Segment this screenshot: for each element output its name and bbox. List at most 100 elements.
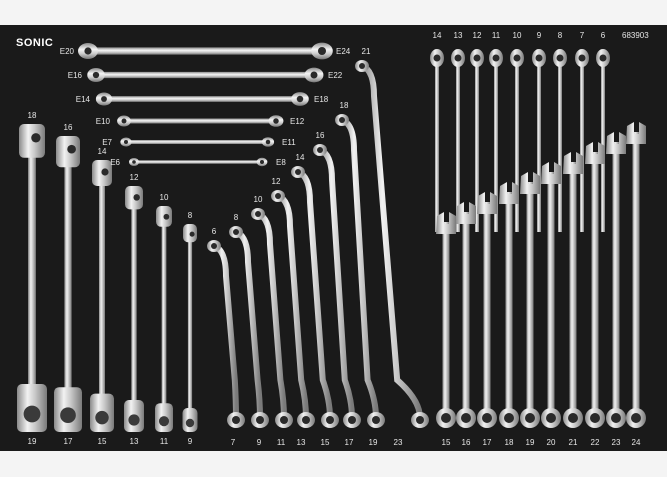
- horizontal-wrench[interactable]: [95, 92, 309, 106]
- size-label-left: E10: [96, 117, 111, 126]
- size-label-left: E16: [68, 71, 83, 80]
- size-label-bottom: 23: [394, 438, 403, 447]
- horizontal-wrench[interactable]: [120, 137, 275, 147]
- size-label-right: E12: [290, 117, 305, 126]
- size-label-top: 12: [272, 177, 281, 186]
- size-label-bottom: 11: [160, 437, 169, 446]
- offset-ring-wrench[interactable]: [271, 190, 315, 428]
- horizontal-wrench[interactable]: [117, 115, 284, 127]
- size-label-bottom: 21: [569, 438, 578, 447]
- size-label-bottom: 9: [257, 438, 262, 447]
- combination-wrench-small[interactable]: [532, 49, 546, 232]
- size-label-left: E7: [102, 138, 112, 147]
- swivel-ratchet-wrench[interactable]: [90, 160, 114, 432]
- size-label-bottom: 20: [547, 438, 556, 447]
- size-label-left: E20: [60, 47, 75, 56]
- combination-wrench-small[interactable]: [470, 49, 484, 232]
- size-label-top: 14: [433, 31, 442, 40]
- combination-wrench-large[interactable]: [436, 212, 456, 428]
- combination-wrench-large[interactable]: [520, 172, 540, 428]
- combination-wrench-small[interactable]: [553, 49, 567, 232]
- size-label-bottom: 23: [612, 438, 621, 447]
- size-label-top: 14: [98, 147, 107, 156]
- swivel-ratchet-wrench[interactable]: [155, 206, 173, 432]
- combination-wrench-large[interactable]: [456, 202, 476, 428]
- swivel-wrench-group: [17, 124, 198, 432]
- size-label-bottom: 19: [526, 438, 535, 447]
- size-label-top: 21: [362, 47, 371, 56]
- size-label-top: 16: [316, 131, 325, 140]
- size-label-top: 10: [513, 31, 522, 40]
- size-label-bottom: 13: [130, 437, 139, 446]
- size-label-top: 10: [254, 195, 263, 204]
- size-label-top: 12: [473, 31, 482, 40]
- size-label-bottom: 9: [188, 437, 193, 446]
- size-label-bottom: 22: [591, 438, 600, 447]
- combination-wrench-large[interactable]: [499, 182, 519, 428]
- horizontal-wrench[interactable]: [129, 157, 268, 167]
- size-label-top: 18: [340, 101, 349, 110]
- offset-ring-wrench[interactable]: [335, 114, 385, 428]
- size-label-bottom: 17: [345, 438, 354, 447]
- size-label-top: 6: [601, 31, 606, 40]
- size-label-top: 10: [160, 193, 169, 202]
- size-label-top: 11: [492, 31, 501, 40]
- combination-wrench-small[interactable]: [575, 49, 589, 232]
- offset-ring-wrench[interactable]: [355, 60, 429, 428]
- offset-ring-wrench[interactable]: [207, 240, 245, 428]
- part-number: 683903: [622, 31, 649, 40]
- combination-wrench-small[interactable]: [596, 49, 610, 232]
- combination-wrench-large[interactable]: [477, 192, 497, 428]
- combination-wrench-large[interactable]: [563, 152, 583, 428]
- offset-ring-wrench[interactable]: [291, 166, 339, 428]
- combination-wrench-large[interactable]: [626, 122, 646, 428]
- size-label-bottom: 11: [277, 438, 286, 447]
- size-label-bottom: 19: [369, 438, 378, 447]
- horizontal-wrench[interactable]: [87, 67, 324, 83]
- combination-wrench-small[interactable]: [489, 49, 503, 232]
- size-label-top: 18: [28, 111, 37, 120]
- swivel-ratchet-wrench[interactable]: [182, 224, 198, 432]
- offset-ring-wrench-group: [207, 60, 429, 428]
- horizontal-wrench-group: [78, 42, 333, 167]
- size-label-bottom: 15: [321, 438, 330, 447]
- size-label-bottom: 15: [442, 438, 451, 447]
- size-label-right: E24: [336, 47, 351, 56]
- size-label-bottom: 17: [64, 437, 73, 446]
- size-label-right: E8: [276, 158, 286, 167]
- size-label-top: 8: [558, 31, 563, 40]
- size-label-bottom: 15: [98, 437, 107, 446]
- size-label-right: E18: [314, 95, 329, 104]
- size-label-bottom: 13: [297, 438, 306, 447]
- offset-ring-wrench[interactable]: [313, 144, 361, 428]
- combination-wrench-large[interactable]: [606, 132, 626, 428]
- size-label-bottom: 19: [28, 437, 37, 446]
- size-label-left: E6: [110, 158, 120, 167]
- size-label-top: 12: [130, 173, 139, 182]
- horizontal-wrench[interactable]: [78, 42, 333, 60]
- size-label-top: 7: [580, 31, 585, 40]
- combination-wrench-small[interactable]: [430, 49, 444, 232]
- size-label-top: 8: [234, 213, 239, 222]
- size-label-top: 9: [537, 31, 542, 40]
- size-label-bottom: 24: [632, 438, 641, 447]
- size-label-bottom: 18: [505, 438, 514, 447]
- size-label-top: 6: [212, 227, 217, 236]
- combination-wrench-large[interactable]: [541, 162, 561, 428]
- size-label-right: E11: [282, 138, 296, 147]
- size-label-right: E22: [328, 71, 343, 80]
- swivel-ratchet-wrench[interactable]: [124, 186, 144, 432]
- swivel-ratchet-wrench[interactable]: [54, 136, 82, 432]
- size-label-top: 14: [296, 153, 305, 162]
- swivel-ratchet-wrench[interactable]: [17, 124, 47, 432]
- size-label-top: 16: [64, 123, 73, 132]
- combination-wrench-small[interactable]: [451, 49, 465, 232]
- offset-ring-wrench[interactable]: [229, 226, 269, 428]
- combination-wrench-group: [430, 49, 646, 428]
- combination-wrench-small[interactable]: [510, 49, 524, 232]
- size-label-left: E14: [76, 95, 91, 104]
- combination-wrench-large[interactable]: [585, 142, 605, 428]
- size-label-bottom: 7: [231, 438, 236, 447]
- offset-ring-wrench[interactable]: [251, 208, 293, 428]
